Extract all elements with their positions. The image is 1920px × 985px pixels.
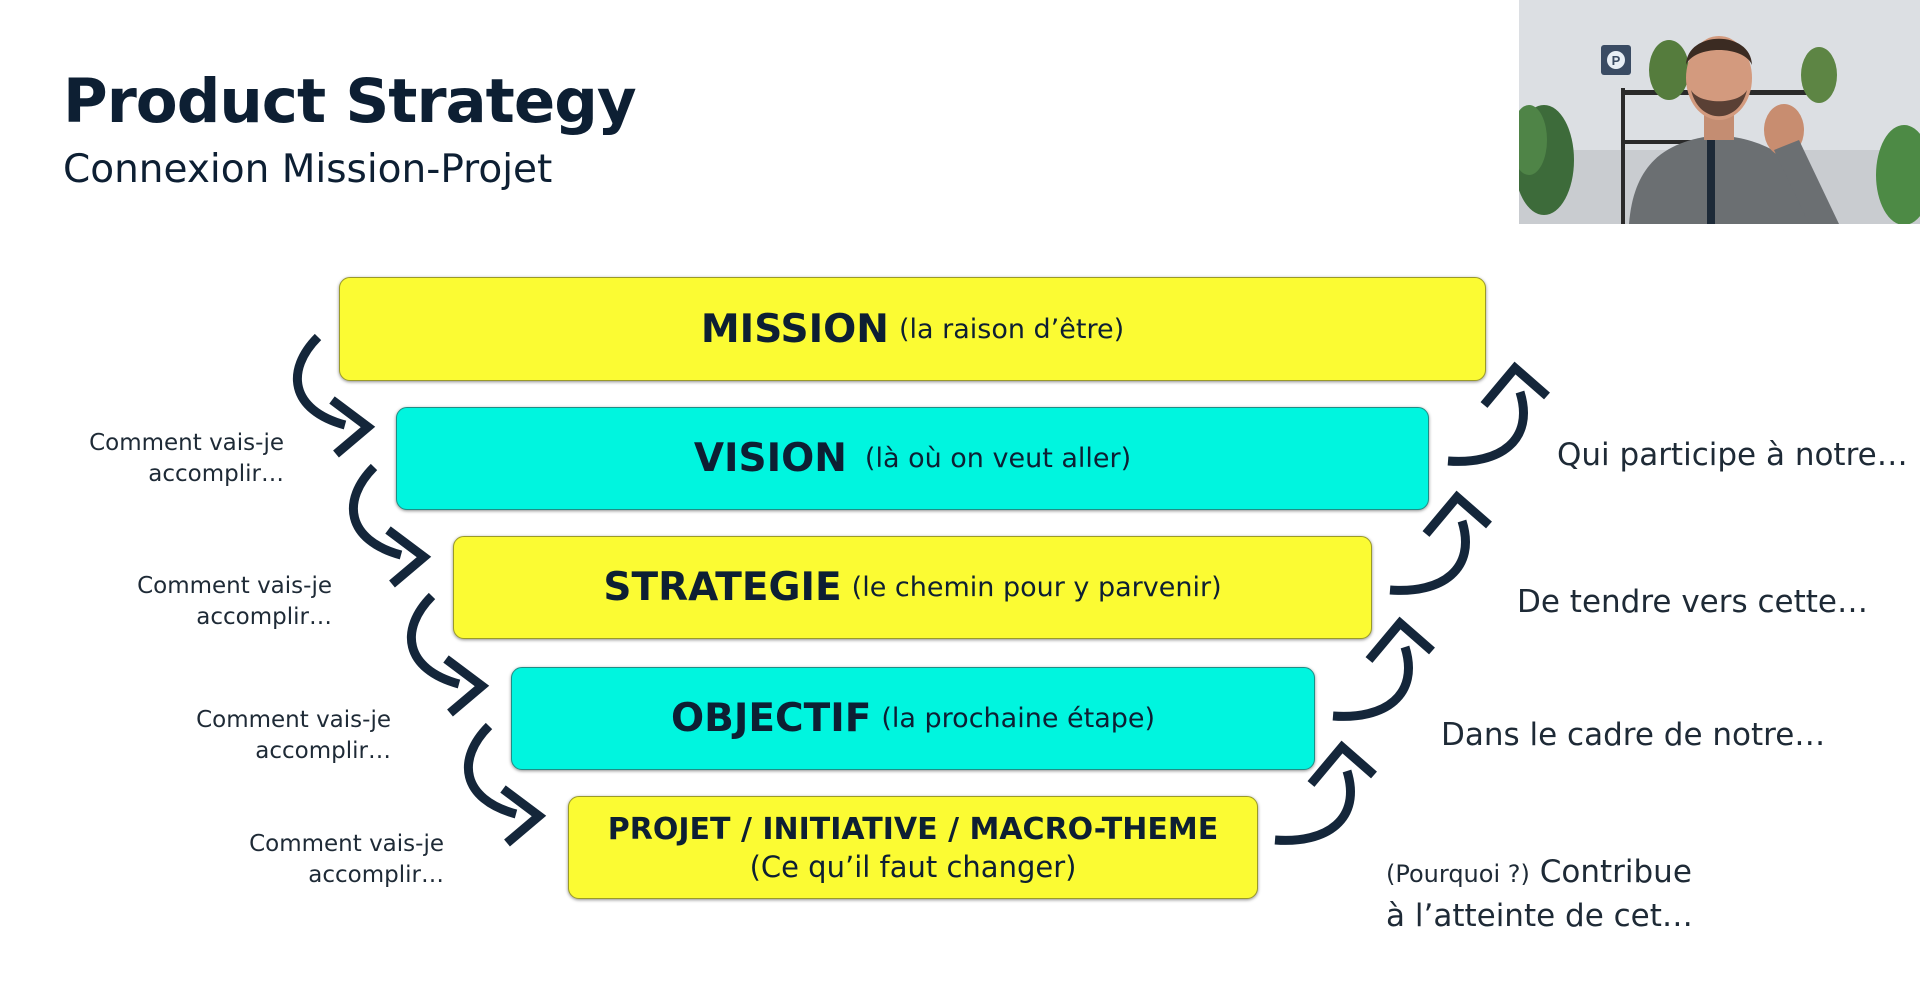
up-arrow-3 [1332, 645, 1413, 721]
slide-subtitle: Connexion Mission-Projet [63, 147, 553, 192]
level-vision-box: VISION (là où on veut aller) [396, 407, 1429, 510]
up-arrow-4-head [1307, 740, 1377, 787]
level-keyword: MISSION [700, 306, 889, 352]
left-label-line1: Comment vais-je [196, 707, 391, 733]
left-label-line2: accomplir… [308, 862, 444, 888]
up-arrow-1-head [1480, 361, 1550, 408]
up-arrow-1 [1447, 390, 1528, 466]
right-label-1: Qui participe à notre… [1557, 437, 1908, 473]
level-objectif-box: OBJECTIF (la prochaine étape) [511, 667, 1315, 770]
right-label-2: De tendre vers cette… [1517, 584, 1869, 620]
up-arrow-3-head [1365, 616, 1435, 663]
down-arrow-3 [406, 592, 461, 689]
level-description: (la prochaine étape) [881, 703, 1156, 734]
webcam-scene: P [1519, 0, 1920, 224]
level-keyword: STRATEGIE [603, 565, 842, 610]
left-label-line2: accomplir… [196, 604, 332, 630]
left-label-line2: accomplir… [148, 461, 284, 487]
left-label-line1: Comment vais-je [249, 831, 444, 857]
level-projet-box: PROJET / INITIATIVE / MACRO-THEME (Ce qu… [568, 796, 1258, 899]
right-label-line2: à l’atteinte de cet… [1386, 898, 1693, 934]
level-keyword: PROJET / INITIATIVE / MACRO-THEME [607, 811, 1219, 847]
down-arrow-1 [292, 333, 347, 430]
right-label-text: Contribue [1539, 854, 1692, 890]
level-description: (la raison d’être) [898, 313, 1125, 345]
level-strategie-box: STRATEGIE (le chemin pour y parvenir) [453, 536, 1372, 639]
down-arrow-1-head [329, 396, 376, 458]
up-arrow-4 [1274, 769, 1355, 845]
left-label-1: Comment vais-je accomplir… [89, 428, 284, 490]
logo-letter: P [1612, 53, 1621, 68]
left-label-4: Comment vais-je accomplir… [249, 829, 444, 891]
left-label-line1: Comment vais-je [89, 430, 284, 456]
level-description: (là où on veut aller) [864, 443, 1132, 474]
left-label-2: Comment vais-je accomplir… [137, 571, 332, 633]
left-label-line1: Comment vais-je [137, 573, 332, 599]
level-mission-box: MISSION (la raison d’être) [339, 277, 1486, 381]
level-description: (le chemin pour y parvenir) [851, 572, 1222, 603]
level-keyword: VISION [693, 436, 847, 481]
down-arrow-3-head [443, 655, 490, 717]
level-description: (Ce qu’il faut changer) [749, 849, 1077, 884]
left-label-3: Comment vais-je accomplir… [196, 705, 391, 767]
down-arrow-2 [348, 463, 403, 560]
webcam-video: P [1519, 0, 1920, 224]
down-arrow-2-head [385, 526, 432, 588]
slide-title: Product Strategy [63, 66, 637, 137]
left-label-line2: accomplir… [255, 738, 391, 764]
down-arrow-4 [463, 722, 518, 819]
right-label-prefix: (Pourquoi ?) [1386, 860, 1530, 888]
up-arrow-2 [1389, 519, 1470, 595]
right-label-3: Dans le cadre de notre… [1441, 717, 1826, 753]
down-arrow-4-head [500, 785, 547, 847]
level-keyword: OBJECTIF [670, 696, 872, 741]
right-label-4: (Pourquoi ?) Contribue à l’atteinte de c… [1386, 851, 1693, 937]
up-arrow-2-head [1422, 490, 1492, 537]
